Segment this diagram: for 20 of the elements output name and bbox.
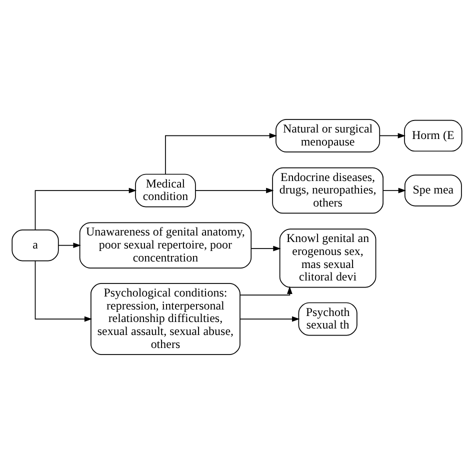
arrow xyxy=(34,260,92,322)
node-box: Knowl genital an erogenous sex, mas sexual clitoral devi xyxy=(279,228,376,288)
node-box: Spe mea xyxy=(404,174,462,206)
arrow xyxy=(165,133,278,174)
arrow xyxy=(240,316,300,322)
arrow xyxy=(250,246,281,252)
arrow xyxy=(240,286,292,296)
arrow xyxy=(34,188,137,230)
arrow xyxy=(382,188,406,194)
arrow xyxy=(195,188,274,194)
node-box: Unawareness of genital anatomy, poor sexual repertoire, poor concentration xyxy=(79,222,252,268)
node-box: a xyxy=(12,230,59,262)
node-box: Psychoth sexual th xyxy=(298,302,358,336)
arrow xyxy=(58,242,81,248)
node-box: Medical condition xyxy=(135,174,196,208)
node-box: Psychological conditions: repression, interpersonal relationship difficulties, sexual assault, sexual abuse, others xyxy=(90,283,240,355)
node-box: Endocrine diseases, drugs, neuropathies, others xyxy=(272,167,384,214)
node-box: Natural or surgical menopause xyxy=(276,119,380,152)
arrow xyxy=(379,133,406,138)
node-box: Horm (E xyxy=(404,120,462,152)
